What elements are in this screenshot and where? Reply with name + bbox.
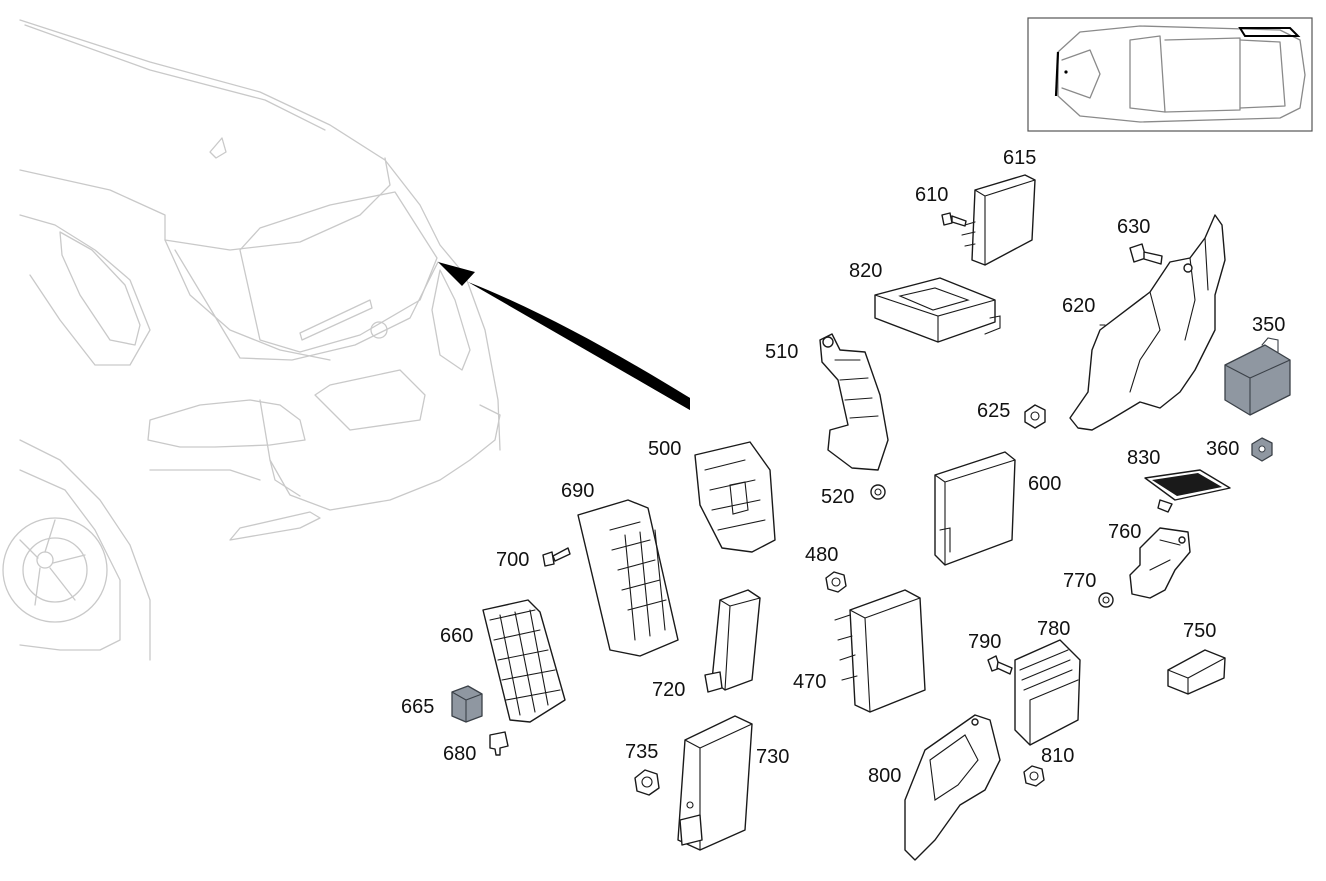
part-615-module	[961, 174, 1036, 266]
part-800-bracket	[904, 714, 1001, 861]
part-510-bracket	[819, 333, 889, 471]
part-480-nut	[825, 571, 847, 593]
part-700-screw	[542, 547, 571, 567]
callout-350: 350	[1252, 314, 1285, 336]
callout-665: 665	[401, 696, 434, 718]
part-790-screw	[987, 655, 1013, 675]
part-830-panel	[1144, 469, 1231, 513]
callout-760: 760	[1108, 521, 1141, 543]
part-500-module	[694, 441, 776, 553]
part-520-nut	[870, 484, 886, 500]
part-780-module	[1014, 639, 1081, 746]
callout-470: 470	[793, 671, 826, 693]
callout-790: 790	[968, 631, 1001, 653]
callout-680: 680	[443, 743, 476, 765]
part-760-bracket	[1129, 527, 1191, 599]
callout-520: 520	[821, 486, 854, 508]
part-625-nut	[1024, 404, 1046, 429]
callout-660: 660	[440, 625, 473, 647]
callout-780: 780	[1037, 618, 1070, 640]
part-610-screw	[941, 212, 967, 227]
callout-730: 730	[756, 746, 789, 768]
callout-615: 615	[1003, 147, 1036, 169]
callout-480: 480	[805, 544, 838, 566]
callout-690: 690	[561, 480, 594, 502]
part-750-module	[1167, 649, 1226, 695]
part-810-nut	[1023, 765, 1045, 787]
part-665-relay	[451, 685, 483, 723]
part-820-control-unit	[874, 277, 1001, 343]
callout-360: 360	[1206, 438, 1239, 460]
vehicle-rear-outline-icon	[2, 19, 501, 661]
location-arrow-icon	[438, 262, 690, 410]
callout-500: 500	[648, 438, 681, 460]
part-735-nut	[634, 769, 660, 796]
callout-720: 720	[652, 679, 685, 701]
part-720-module	[704, 589, 761, 693]
callout-625: 625	[977, 400, 1010, 422]
callout-770: 770	[1063, 570, 1096, 592]
callout-820: 820	[849, 260, 882, 282]
callout-830: 830	[1127, 447, 1160, 469]
callout-510: 510	[765, 341, 798, 363]
callout-610: 610	[915, 184, 948, 206]
part-660-fuse-relay-box	[482, 599, 566, 723]
part-680-fuse	[489, 731, 509, 756]
callout-620: 620	[1062, 295, 1095, 317]
part-470-module	[834, 589, 926, 713]
callout-810: 810	[1041, 745, 1074, 767]
callout-700: 700	[496, 549, 529, 571]
part-730-module	[677, 715, 753, 851]
callout-labels: 615 610 630 820 620 350 510 625 500 360 …	[401, 147, 1285, 787]
part-690-fuse-box	[577, 499, 679, 657]
vehicle-top-view-icon	[1027, 17, 1313, 132]
part-630-bolt	[1129, 243, 1163, 265]
part-620-bracket	[1069, 214, 1226, 431]
part-350-relay-block	[1224, 337, 1291, 416]
callout-600: 600	[1028, 473, 1061, 495]
callout-800: 800	[868, 765, 901, 787]
part-770-nut	[1098, 592, 1114, 608]
part-360-nut	[1251, 437, 1273, 462]
callout-750: 750	[1183, 620, 1216, 642]
part-600-module	[934, 451, 1016, 566]
callout-630: 630	[1117, 216, 1150, 238]
callout-735: 735	[625, 741, 658, 763]
